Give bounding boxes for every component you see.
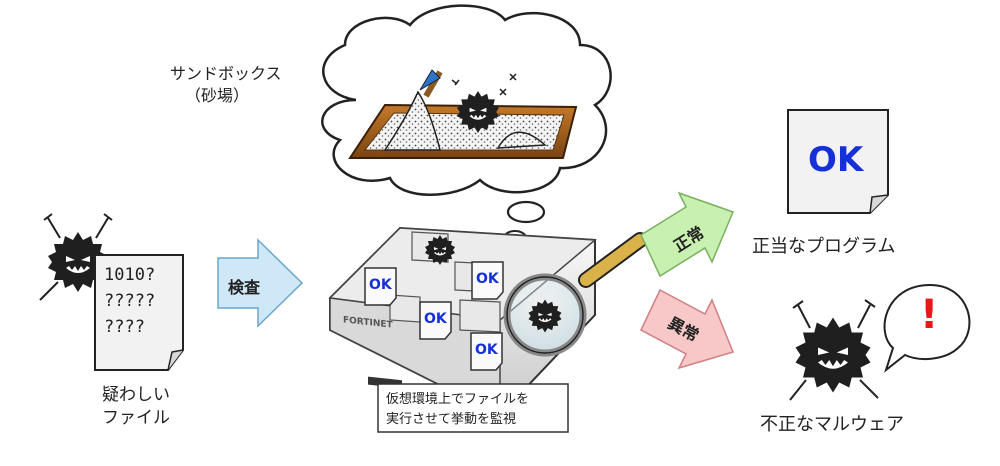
abnormal-arrow — [640, 288, 735, 370]
normal-arrow — [640, 191, 734, 278]
ok-badge-1: OK — [369, 277, 392, 293]
ok-badge-2: OK — [476, 271, 499, 287]
sandbox-subtitle: （砂場） — [185, 86, 250, 105]
file-line: 1010? — [104, 265, 156, 285]
sandbox-title: サンドボックス — [170, 64, 282, 83]
sandbox-tray — [348, 69, 578, 159]
file-contents: 1010? ????? ???? — [104, 262, 155, 340]
file-line: ????? — [104, 291, 156, 311]
ok-document-icon — [787, 109, 889, 214]
callout-box — [377, 383, 569, 433]
suspicious-virus-icon — [39, 213, 115, 301]
file-caption-2: ファイル — [102, 408, 170, 428]
callout-line-1: 仮想環境上でファイルを — [386, 392, 530, 407]
inspect-arrow-label: 検査 — [228, 278, 261, 297]
inspect-arrow — [217, 238, 304, 328]
ok-badge-4: OK — [475, 342, 498, 358]
alert-exclamation: ! — [920, 292, 939, 338]
callout-line-2: 実行させて挙動を監視 — [386, 412, 517, 427]
ok-file-icons — [364, 261, 504, 371]
file-line: ???? — [104, 317, 145, 337]
suspicious-file-icon — [94, 254, 184, 371]
alert-bubble — [883, 283, 971, 373]
result-ok-caption: 正当なプログラム — [752, 236, 896, 257]
file-caption-1: 疑わしい — [102, 385, 170, 405]
malware-virus-icon — [789, 299, 879, 401]
magnifier-icon — [503, 232, 648, 357]
ok-badge-3: OK — [424, 311, 447, 327]
result-malware-caption: 不正なマルウェア — [760, 414, 904, 435]
result-ok-badge: OK — [808, 140, 864, 180]
